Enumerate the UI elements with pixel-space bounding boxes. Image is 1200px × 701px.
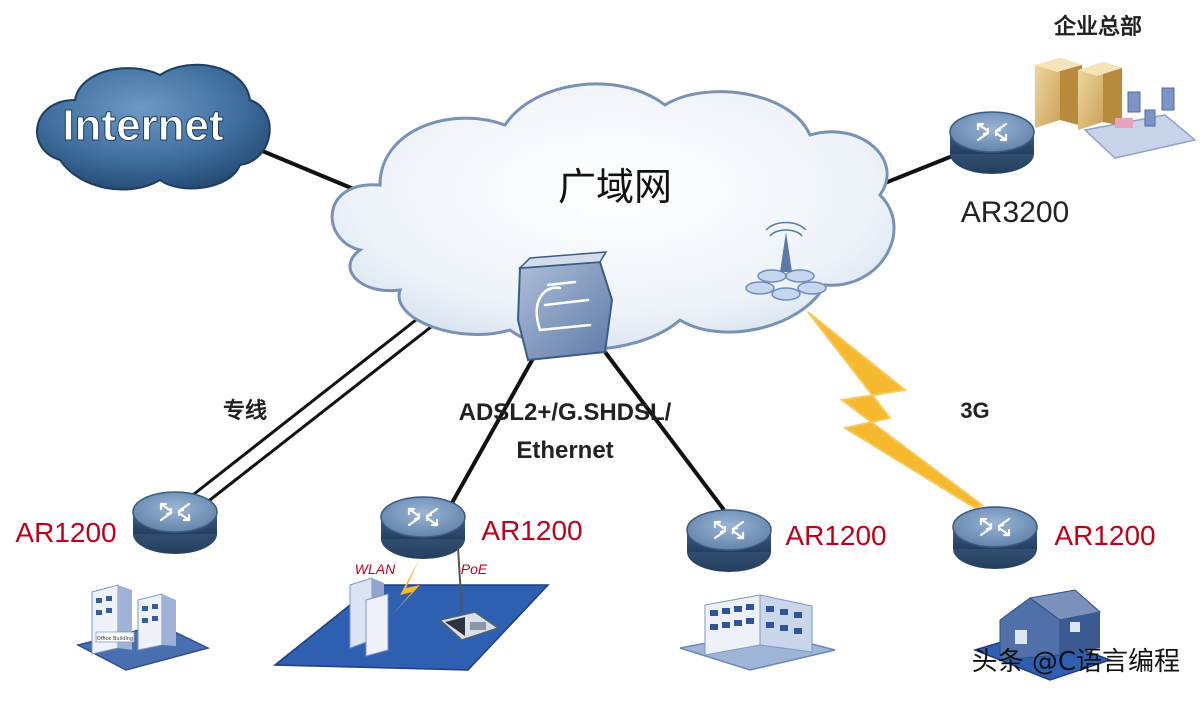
hq-wan-link (879, 153, 956, 187)
poe-cable (457, 547, 463, 613)
leased-line-b (191, 314, 446, 516)
ip-phone (438, 611, 500, 641)
campus-buildings (349, 577, 389, 657)
dsl-label-line1: ADSL2+/G.SHDSL/ (459, 399, 672, 426)
campus-site: WLAN PoE (272, 547, 550, 671)
branch-router-4 (952, 506, 1038, 569)
leased-line-a (179, 303, 436, 507)
poe-label: PoE (461, 561, 488, 577)
branch-router-1 (132, 491, 218, 554)
hq-router-label: AR3200 (961, 196, 1069, 229)
lightning-3g (807, 311, 984, 510)
dsl-link-right (603, 350, 726, 512)
leased-line-label: 专线 (223, 398, 267, 424)
branch-router-1-label: AR1200 (15, 517, 116, 548)
dsl-link-left (446, 354, 537, 511)
office-sign: Office Building (97, 636, 133, 642)
threeg-label: 3G (960, 398, 989, 423)
wlan-label: WLAN (355, 561, 396, 577)
hq-label: 企业总部 (1053, 14, 1142, 40)
dsl-label-line2: Ethernet (516, 437, 613, 464)
branch-router-2 (380, 496, 466, 559)
wan-label: 广域网 (558, 165, 672, 209)
office-building: Office Building (75, 584, 211, 671)
watermark: 头条 @C语言编程 (972, 647, 1180, 677)
hq-router (949, 111, 1035, 174)
internet-label: Internet (62, 101, 224, 150)
branch-router-3 (686, 509, 772, 572)
office-block (679, 594, 836, 671)
firewall-device (516, 251, 614, 362)
branch-router-3-label: AR1200 (785, 520, 886, 551)
wan-cloud: 广域网 (330, 82, 896, 352)
internet-cloud: Internet (36, 63, 271, 191)
connections (179, 148, 956, 516)
house (972, 589, 1113, 681)
headquarters-building: 企业总部 (1035, 14, 1197, 159)
hq-boxes (1035, 58, 1122, 130)
branch-router-4-label: AR1200 (1054, 520, 1155, 551)
base-station (745, 221, 827, 301)
branch-router-2-label: AR1200 (481, 515, 582, 546)
wlan-bolt (392, 558, 420, 615)
